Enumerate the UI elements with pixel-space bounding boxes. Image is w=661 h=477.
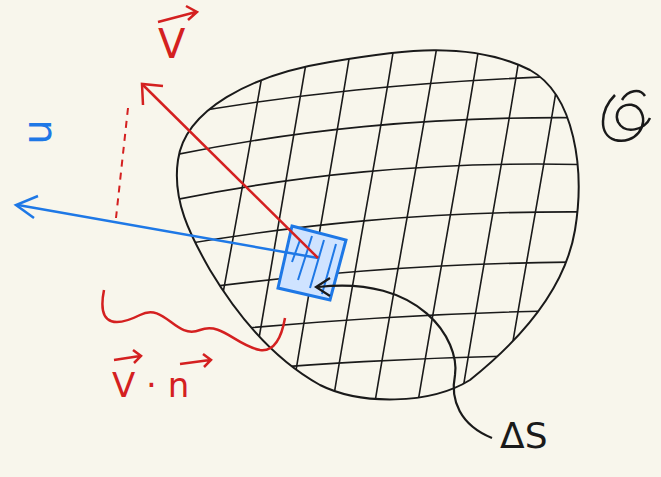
corner-doodle (603, 91, 650, 141)
component-brace (102, 290, 285, 350)
surface-grid (150, 40, 600, 420)
label-arrows (114, 6, 211, 367)
velocity-vector (142, 84, 318, 258)
projection-line (116, 108, 128, 218)
vector-label: V (158, 24, 185, 64)
surface-outline (177, 50, 579, 399)
leader-arrow (316, 278, 492, 438)
normal-vector (16, 196, 318, 258)
surface-patch (278, 226, 346, 300)
dot-product-label: V · n (112, 368, 189, 402)
area-label: ΔS (500, 418, 547, 454)
normal-label: n (23, 119, 63, 144)
